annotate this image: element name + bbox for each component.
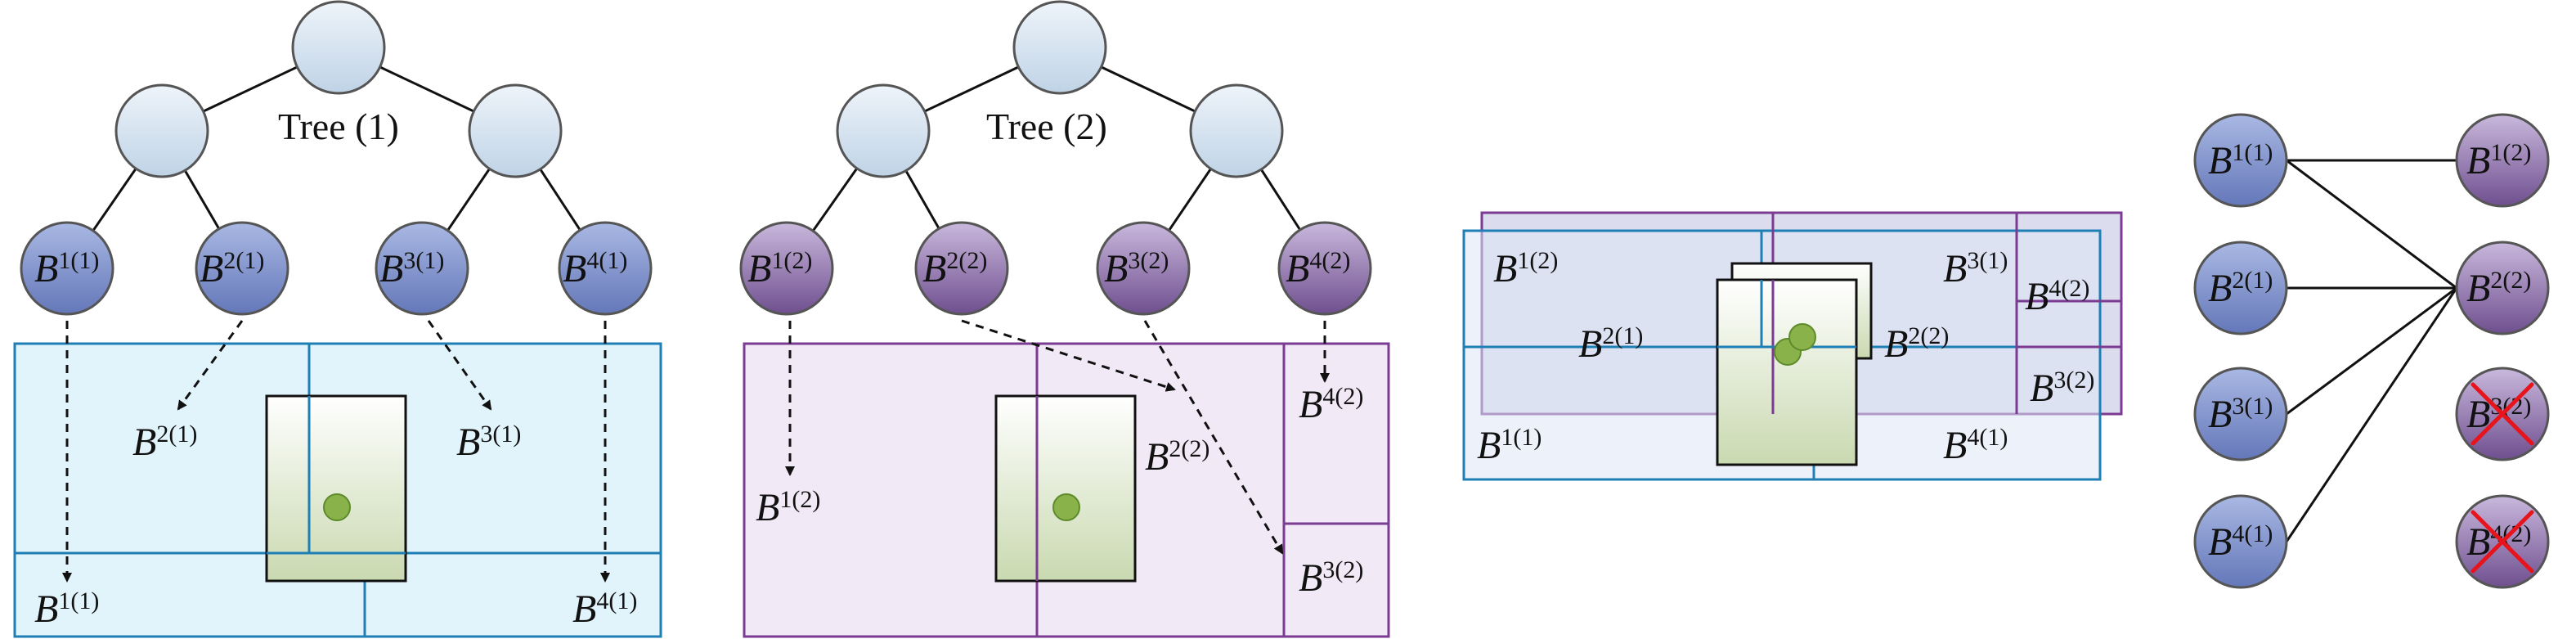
tree-1-leaf-4-label: B4(1) xyxy=(563,247,627,290)
match-left-3 xyxy=(2193,367,2288,461)
tree-2-right-node xyxy=(1189,83,1284,178)
tree-2-leaf-1 xyxy=(739,221,834,316)
overlay-label-1: B1(2) xyxy=(1493,247,1558,290)
tree-2-left-node xyxy=(836,83,931,178)
tree-2-leaf-4-label: B4(2) xyxy=(1286,247,1350,290)
tree-1-leaf-1 xyxy=(20,221,114,316)
tree-1-leaf-4 xyxy=(558,221,653,316)
tree-1-box-1-label: B2(1) xyxy=(132,421,197,464)
match-left-1-label: B1(1) xyxy=(2208,139,2273,182)
tree-1-box-2-label: B3(1) xyxy=(456,421,521,464)
match-right-4-label: B4(2) xyxy=(2466,520,2531,564)
tree-2-leaf-3-label: B3(2) xyxy=(1104,247,1169,290)
tree-1-leaf-1-label: B1(1) xyxy=(34,247,99,290)
tree-1-leaf-3-label: B3(1) xyxy=(379,247,444,290)
match-right-1-label: B1(2) xyxy=(2466,139,2531,182)
tree-2-leaf-2-label: B2(2) xyxy=(922,247,987,290)
matching-edges xyxy=(2285,159,2458,542)
match-left-4 xyxy=(2193,494,2288,589)
tree-2-title: Tree (2) xyxy=(986,106,1107,147)
overlay-point-2 xyxy=(1788,323,1816,351)
match-right-1 xyxy=(2455,113,2550,208)
tree-2-box-2-label: B2(2) xyxy=(1145,435,1209,479)
tree-1-object xyxy=(265,394,407,583)
tree-2-box-4-label: B3(2) xyxy=(1299,556,1363,600)
overlay-label-5: B2(2) xyxy=(1884,322,1949,366)
cross-icon-right-3 xyxy=(2471,382,2534,446)
cross-icon-right-4 xyxy=(2471,510,2534,574)
tree-1-right-node xyxy=(468,83,563,178)
tree-2-object xyxy=(994,394,1137,583)
tree-1-title: Tree (1) xyxy=(278,106,399,147)
tree-2-leaf-1-label: B1(2) xyxy=(747,247,812,290)
tree-1: Tree (1) B1(1) B2(1) B3(1) B4(1) xyxy=(13,0,662,638)
overlay-panel: B1(2) B3(1) B4(2) B2(1) B2(2) B3(2) B1(1… xyxy=(1462,211,2123,481)
tree-1-box-4-label: B4(1) xyxy=(572,587,637,631)
overlay-object-main xyxy=(1716,278,1858,466)
match-left-3-label: B3(1) xyxy=(2208,393,2273,436)
tree-2-root-node xyxy=(1012,0,1107,95)
tree-2-arrows xyxy=(785,319,1330,555)
overlay-label-3: B4(2) xyxy=(2025,275,2089,318)
tree-1-leaf-2-label: B2(1) xyxy=(200,247,264,290)
tree-2: Tree (2) B1(2) B2(2) B3(2) B4(2) B1(2) B… xyxy=(739,0,1390,638)
tree-1-box-3-label: B1(1) xyxy=(34,587,99,631)
tree-2-leaf-4 xyxy=(1277,221,1372,316)
overlay-label-4: B2(1) xyxy=(1578,322,1643,366)
overlay-label-8: B4(1) xyxy=(1943,424,2008,467)
match-left-2 xyxy=(2193,241,2288,335)
match-left-4-label: B4(1) xyxy=(2208,520,2273,564)
tree-2-box-1-label: B1(2) xyxy=(756,486,820,529)
match-left-2-label: B2(1) xyxy=(2208,267,2273,310)
overlay-label-6: B3(2) xyxy=(2030,367,2094,410)
tree-2-leaf-2 xyxy=(914,221,1009,316)
tree-1-arrows xyxy=(62,320,610,583)
tree-1-left-node xyxy=(114,83,209,178)
tree-2-box-3-label: B4(2) xyxy=(1299,383,1363,426)
tree-1-leaf-3 xyxy=(375,221,469,316)
match-right-2-label: B2(2) xyxy=(2466,267,2531,310)
matching-graph: B1(1) B2(1) B3(1) B4(1) B1(2) B2(2) B3(2… xyxy=(2193,113,2550,589)
match-left-1 xyxy=(2193,113,2288,208)
overlay-label-2: B3(1) xyxy=(1943,247,2008,290)
tree-1-root-node xyxy=(291,0,386,95)
match-right-2 xyxy=(2455,241,2550,335)
overlay-label-7: B1(1) xyxy=(1477,424,1542,467)
tree-2-leaf-3 xyxy=(1096,221,1191,316)
tree-1-leaf-2 xyxy=(195,221,289,316)
